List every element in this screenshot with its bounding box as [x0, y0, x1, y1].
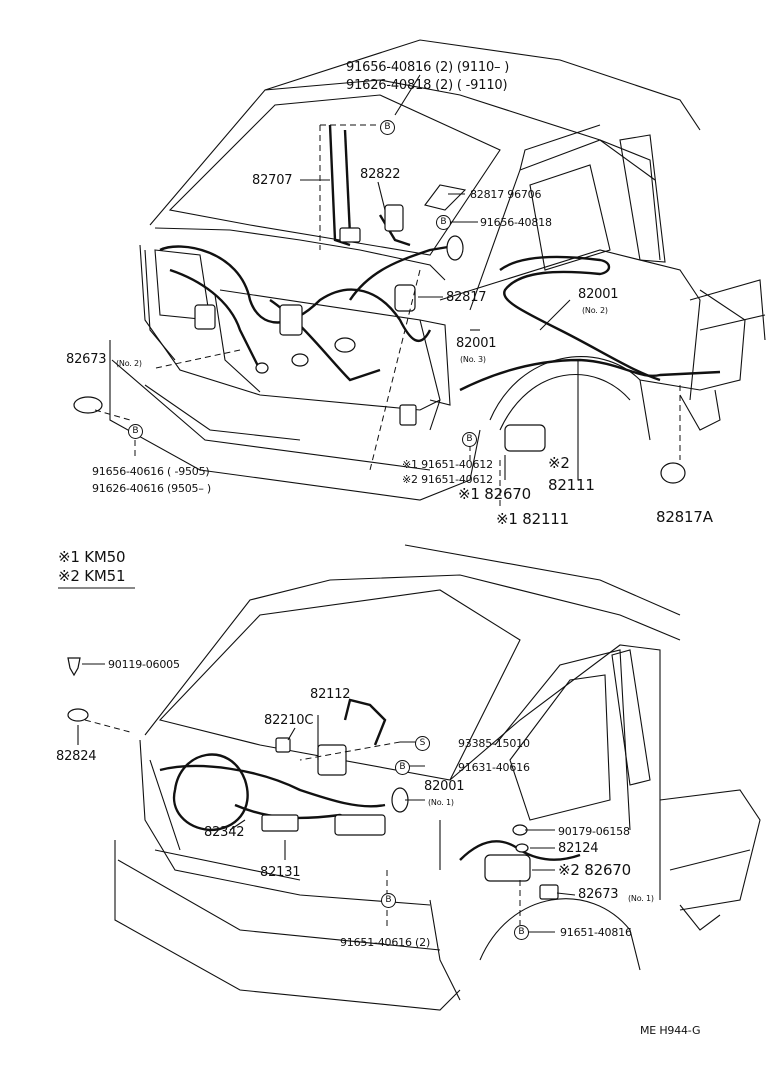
label-no1b: (No. 1): [628, 894, 654, 903]
label-s1-82111: ※1 82111: [496, 510, 569, 528]
callout-b-4: B: [462, 432, 477, 447]
label-no2: (No. 2): [582, 306, 608, 315]
footer-code: ME H944-G: [640, 1024, 701, 1037]
label-bolt-d: 91651-40816: [560, 926, 632, 939]
label-93385-15010: 93385-15010: [458, 737, 530, 750]
label-82342: 82342: [204, 825, 245, 840]
label-82824: 82824: [56, 749, 97, 764]
top-vehicle-outline: [109, 39, 766, 501]
callout-b-7: B: [514, 925, 529, 940]
label-s2-mark: ※2: [548, 454, 570, 472]
callout-b-3: B: [128, 424, 143, 439]
top-parts: [73, 184, 686, 484]
label-82001-no3: 82001: [456, 336, 497, 351]
callout-b-6: B: [381, 893, 396, 908]
label-bolt-a1: 91656-40816 (2) (9110– ): [346, 60, 510, 75]
label-82817-96706: 82817 96706: [470, 188, 542, 201]
label-91631-40616: 91631-40616: [458, 761, 530, 774]
label-s2-91651-40612: ※2 91651-40612: [402, 473, 493, 486]
callout-b-1: B: [380, 120, 395, 135]
label-82124: 82124: [558, 841, 599, 856]
top-leader-lines: [94, 74, 681, 510]
label-s1-82670: ※1 82670: [458, 485, 531, 503]
label-no3: (No. 3): [460, 355, 486, 364]
label-82822: 82822: [360, 167, 401, 182]
label-82707: 82707: [252, 173, 293, 188]
top-wire-harness: [159, 124, 721, 392]
legend-km50: ※1 KM50: [58, 548, 126, 566]
bottom-vehicle-outline: [114, 544, 761, 1011]
label-no1: (No. 1): [428, 798, 454, 807]
label-90179-06158: 90179-06158: [558, 825, 630, 838]
callout-s: S: [415, 736, 430, 751]
label-bolt-c: 91651-40616 (2): [340, 936, 431, 949]
callout-b-5: B: [395, 760, 410, 775]
label-s1-91651-40612: ※1 91651-40612: [402, 458, 493, 471]
label-82001-no1: 82001: [424, 779, 465, 794]
label-82673-no2-sub: (No. 2): [116, 359, 142, 368]
label-82112: 82112: [310, 687, 351, 702]
bottom-leader-lines: [77, 663, 576, 933]
label-91656-40818: 91656-40818: [480, 216, 552, 229]
label-82210c: 82210C: [264, 713, 314, 728]
label-90119-06005: 90119-06005: [108, 658, 180, 671]
label-82817a: 82817A: [656, 508, 713, 526]
label-82673-no2: 82673: [66, 352, 107, 367]
label-82673-no1: 82673: [578, 887, 619, 902]
label-s2-82670: ※2 82670: [558, 861, 631, 879]
label-82131: 82131: [260, 865, 301, 880]
label-82111: 82111: [548, 476, 595, 494]
label-82817: 82817: [446, 290, 487, 305]
label-82001-no2: 82001: [578, 287, 619, 302]
legend-km51: ※2 KM51: [58, 567, 126, 585]
callout-b-2: B: [436, 215, 451, 230]
label-bolt-a2: 91626-40818 (2) ( -9110): [346, 78, 508, 93]
label-bolt-b2: 91626-40616 (9505– ): [92, 482, 212, 495]
label-bolt-b1: 91656-40616 ( -9505): [92, 465, 210, 478]
